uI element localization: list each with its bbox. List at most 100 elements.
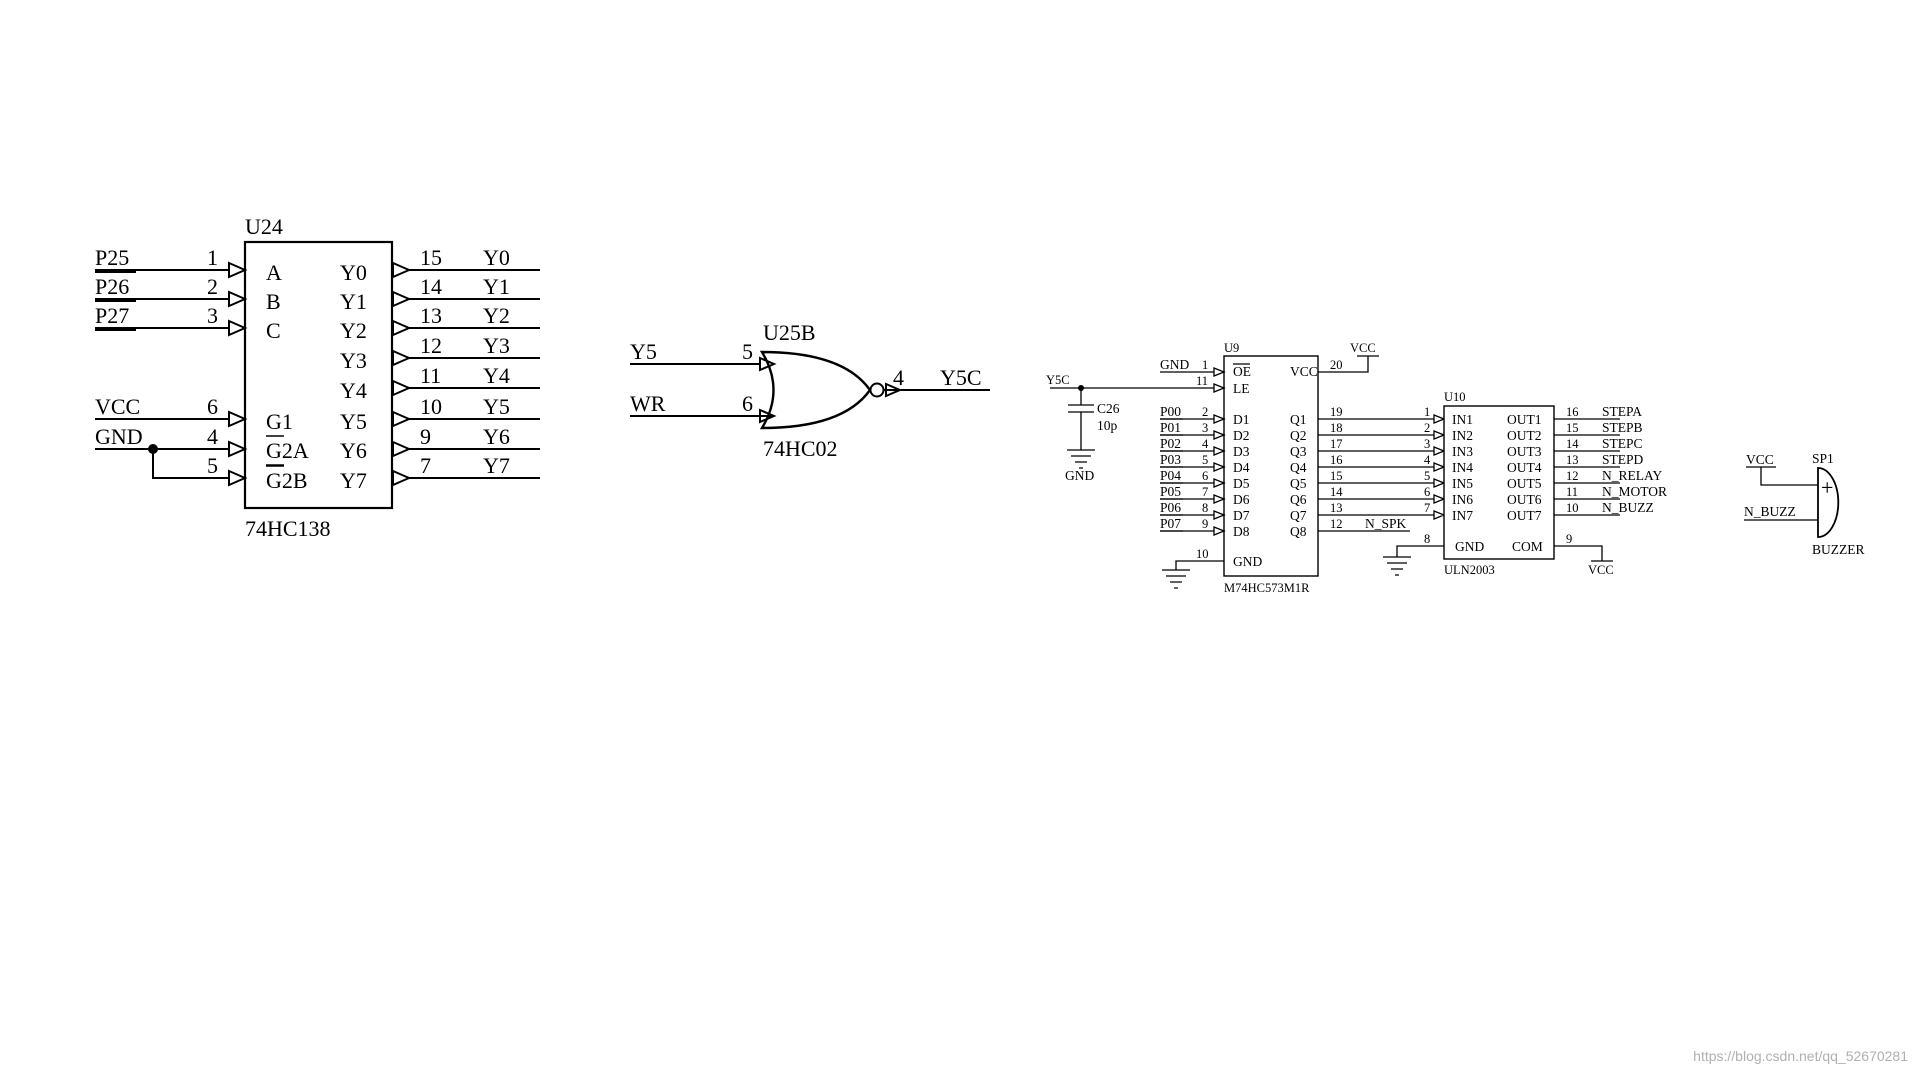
- u9-oe-le-wires: [1050, 371, 1214, 389]
- u9-pin-15: 15: [1330, 469, 1343, 483]
- u24-net-y7: Y7: [483, 453, 510, 478]
- u9-vcc-wire: [1318, 355, 1379, 373]
- u9-d-net-underlines: [1160, 418, 1183, 532]
- u9-pin-5: 5: [1202, 453, 1208, 467]
- u10-com-wire: [1554, 545, 1613, 562]
- u24-net-gnd: GND: [95, 424, 143, 449]
- u9-pin-16: 16: [1330, 453, 1343, 467]
- u10-pin-8: 8: [1424, 532, 1430, 546]
- u10-pinname-in5: IN5: [1452, 476, 1473, 491]
- watermark: https://blog.csdn.net/qq_52670281: [1693, 1048, 1908, 1064]
- u24-net-y1: Y1: [483, 274, 510, 299]
- u9-latch: U9 M74HC573M1R GND 1 11 OE LE Y5C VCC 20…: [1046, 341, 1410, 595]
- u24-pinname-g1: G1: [266, 409, 293, 434]
- u24-pin-14: 14: [420, 274, 442, 299]
- u24-out-y4: Y4: [340, 378, 367, 403]
- u24-pin-13: 13: [420, 303, 442, 328]
- u9-pinname-gnd: GND: [1233, 554, 1262, 569]
- u9-gnd-wire: [1175, 560, 1224, 570]
- u10-pinname-in2: IN2: [1452, 428, 1473, 443]
- u9-pin-19: 19: [1330, 405, 1343, 419]
- u10-pin-3: 3: [1424, 437, 1430, 451]
- u10-net-n-motor: N_MOTOR: [1602, 484, 1667, 499]
- u10-driver: U10 ULN2003 1 2 3 4 5 6 7 IN1 IN2 IN3 IN…: [1318, 390, 1667, 577]
- sp1-buzzer: VCC N_BUZZ + SP1 BUZZER: [1744, 451, 1865, 557]
- u10-pin-16: 16: [1566, 405, 1579, 419]
- u9-pin-6: 6: [1202, 469, 1208, 483]
- u9-pin-20: 20: [1330, 358, 1343, 372]
- c26-value: 10p: [1097, 418, 1118, 433]
- u24-out-y0: Y0: [340, 260, 367, 285]
- u24-net-p25: P25: [95, 245, 129, 270]
- u9-net-gnd: GND: [1160, 357, 1189, 372]
- u10-pinname-out5: OUT5: [1507, 476, 1542, 491]
- u25b-net-wr: WR: [630, 391, 666, 416]
- u9-net-vcc: VCC: [1350, 341, 1376, 355]
- u25b-nor-gate: U25B 74HC02 Y5 WR 5 6 4 Y5C: [630, 320, 990, 461]
- u24-pinname-g2a: G2A: [266, 438, 309, 463]
- u25b-gate-body: [759, 350, 872, 430]
- u9-pin-1: 1: [1202, 358, 1208, 372]
- u9-pinname-q3: Q3: [1290, 444, 1307, 459]
- u25b-part: 74HC02: [763, 436, 838, 461]
- u24-out-y1: Y1: [340, 289, 367, 314]
- u24-out-y2: Y2: [340, 318, 367, 343]
- u9-pin-4: 4: [1202, 437, 1209, 451]
- u10-pin-13: 13: [1566, 453, 1579, 467]
- c26-capacitor: C26 10p GND: [1065, 385, 1120, 483]
- u9-pinname-vcc: VCC: [1290, 364, 1318, 379]
- u10-pinname-in6: IN6: [1452, 492, 1473, 507]
- u10-net-vcc: VCC: [1588, 563, 1614, 577]
- u10-net-n-relay: N_RELAY: [1602, 468, 1663, 483]
- u24-pin-4: 4: [207, 424, 218, 449]
- u10-input-labels: 1 2 3 4 5 6 7 IN1 IN2 IN3 IN4 IN5 IN6 IN…: [1424, 405, 1473, 523]
- u9-pinname-oe: OE: [1233, 364, 1251, 379]
- u9-net-n-spk: N_SPK: [1365, 516, 1407, 531]
- u10-pinname-gnd: GND: [1455, 539, 1484, 554]
- sp1-vcc-wire: [1746, 466, 1818, 486]
- u10-pinname-out4: OUT4: [1507, 460, 1542, 475]
- u10-net-stepb: STEPB: [1602, 420, 1643, 435]
- u24-junction-dot: [148, 444, 158, 454]
- u9-pin-17: 17: [1330, 437, 1343, 451]
- u9-ground-symbol: [1162, 569, 1190, 589]
- u24-pin-11: 11: [420, 363, 441, 388]
- u24-net-y4: Y4: [483, 363, 510, 388]
- sp1-body: [1817, 467, 1840, 538]
- u24-net-y5: Y5: [483, 394, 510, 419]
- u9-pin-8: 8: [1202, 501, 1208, 515]
- u9-net-p03: P03: [1160, 452, 1181, 467]
- u9-pinname-q1: Q1: [1290, 412, 1307, 427]
- u10-pinname-out2: OUT2: [1507, 428, 1542, 443]
- u24-pin-2: 2: [207, 274, 218, 299]
- u24-ref: U24: [245, 214, 283, 239]
- u10-net-stepa: STEPA: [1602, 404, 1642, 419]
- u10-pinname-out1: OUT1: [1507, 412, 1542, 427]
- u9-net-p04: P04: [1160, 468, 1181, 483]
- c26-ref: C26: [1097, 401, 1120, 416]
- u10-pin-10: 10: [1566, 501, 1579, 515]
- u10-pinname-com: COM: [1512, 539, 1543, 554]
- u10-body: [1443, 405, 1555, 560]
- u24-pinname-b: B: [266, 289, 281, 314]
- u24-pin-5: 5: [207, 453, 218, 478]
- sp1-ref: SP1: [1812, 451, 1834, 466]
- u24-pin-1: 1: [207, 245, 218, 270]
- sp1-net-n-buzz: N_BUZZ: [1744, 504, 1796, 519]
- u9-pin-2: 2: [1202, 405, 1208, 419]
- u9-net-p07: P07: [1160, 516, 1181, 531]
- u9-pin-11: 11: [1196, 374, 1208, 388]
- u10-pinname-in3: IN3: [1452, 444, 1473, 459]
- u9-ref: U9: [1224, 341, 1239, 355]
- u25b-pin-4: 4: [893, 365, 904, 390]
- u9-part: M74HC573M1R: [1224, 581, 1310, 595]
- u9-net-p01: P01: [1160, 420, 1181, 435]
- u24-body: [243, 240, 394, 510]
- u24-pin-3: 3: [207, 303, 218, 328]
- u9-pinname-le: LE: [1233, 381, 1250, 396]
- u24-decoder: U24 74HC138 P25 P26 P27 VCC GND 1 2 3 6 …: [95, 214, 540, 541]
- u10-pin-7: 7: [1424, 501, 1430, 515]
- u24-pinname-a: A: [266, 260, 282, 285]
- u10-ref: U10: [1444, 390, 1466, 404]
- u9-pinname-q5: Q5: [1290, 476, 1307, 491]
